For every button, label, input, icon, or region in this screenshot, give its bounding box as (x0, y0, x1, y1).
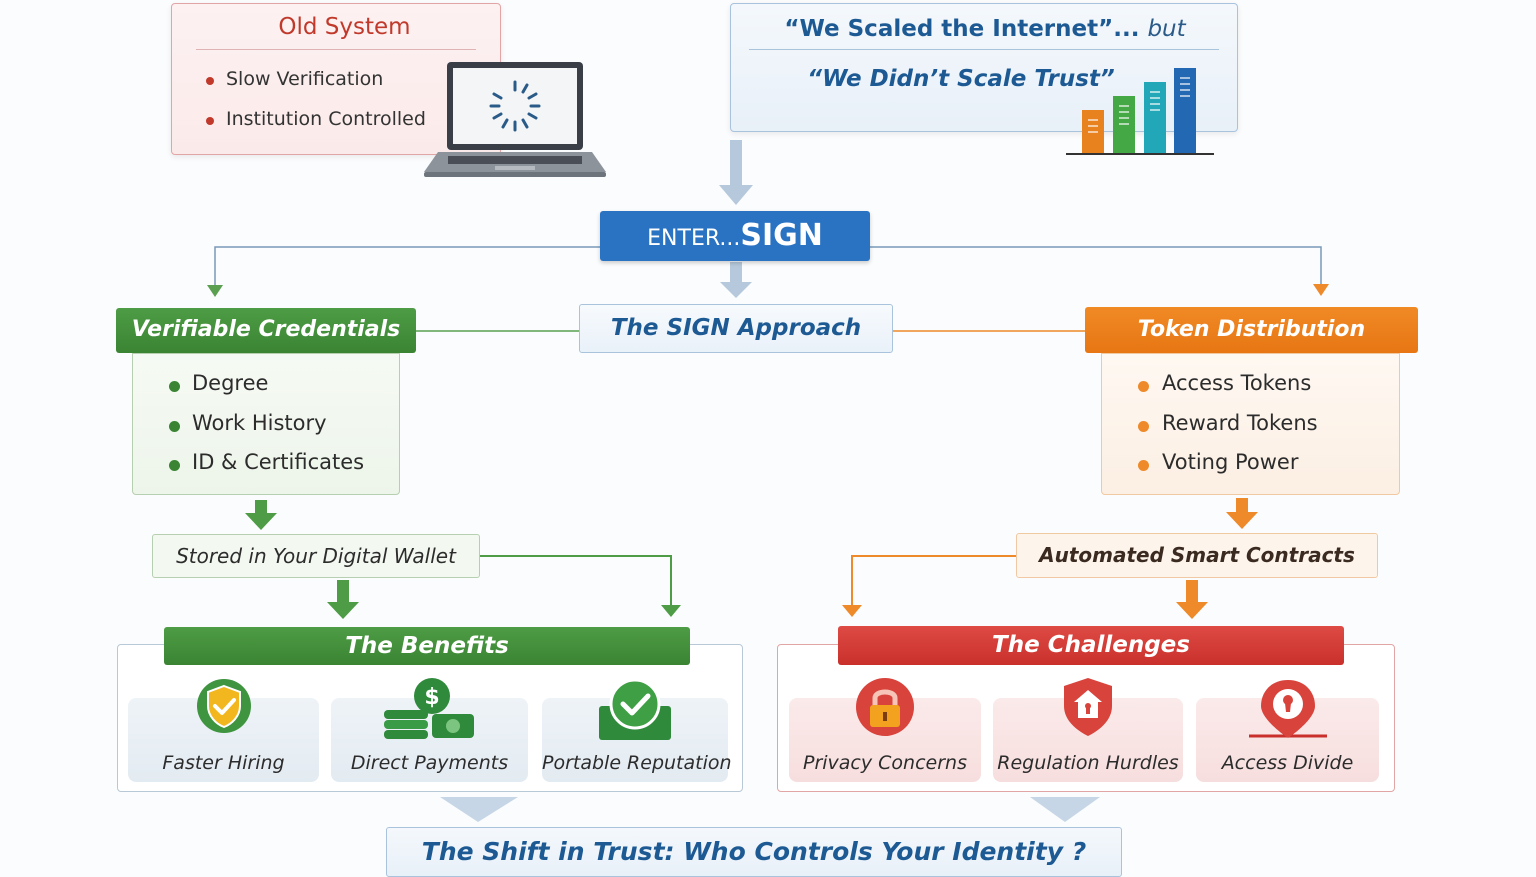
arrow-wallet-to-benefits (327, 580, 359, 619)
benefit-label: Direct Payments (350, 752, 509, 774)
benefit-label: Portable Reputation (542, 752, 732, 774)
quote-divider (749, 49, 1219, 50)
credential-item: Degree (192, 371, 269, 395)
quote-line-1: “We Scaled the Internet”... but (731, 16, 1239, 42)
arrow-challenges-to-shift (1030, 797, 1100, 822)
arrow-credentials-to-wallet (245, 500, 277, 530)
challenge-label: Access Divide (1221, 752, 1354, 774)
bullet-dot (206, 117, 214, 125)
credential-item: Work History (192, 411, 327, 435)
arrow-contracts-to-challenges (1176, 580, 1208, 619)
location-keyhole-icon (1248, 680, 1327, 738)
bar-chart-icon (1066, 68, 1214, 155)
arrow-benefits-to-shift (440, 797, 518, 822)
shift-in-trust-banner: The Shift in Trust: Who Controls Your Id… (386, 827, 1122, 877)
arrow-tokens-to-contracts (1226, 498, 1258, 529)
line-contracts-to-challenges-left (851, 555, 1016, 608)
benefit-card-direct-payments: $ Direct Payments (331, 678, 528, 782)
credential-item: ID & Certificates (192, 450, 365, 474)
old-system-item: Institution Controlled (226, 108, 426, 130)
old-system-item: Slow Verification (226, 68, 384, 90)
challenge-card-access-divide: Access Divide (1196, 680, 1379, 782)
sign-approach-box: The SIGN Approach (579, 304, 893, 353)
bullet-dot (169, 421, 180, 432)
quote-line-1-suffix: but (1147, 16, 1186, 42)
benefits-title: The Benefits (164, 627, 690, 665)
benefit-label: Faster Hiring (162, 752, 285, 774)
line-enter-to-credentials (214, 246, 600, 288)
shield-check-icon (196, 679, 251, 733)
token-distribution-list: Access Tokens Reward Tokens Voting Power (1101, 353, 1400, 495)
house-shield-icon (1064, 678, 1112, 736)
digital-wallet-box: Stored in Your Digital Wallet (152, 534, 480, 578)
old-system-divider (196, 49, 476, 50)
quote-line-2: “We Didn’t Scale Trust” (807, 66, 1115, 92)
lock-icon (856, 678, 914, 736)
old-system-title: Old System (278, 14, 411, 40)
challenge-card-regulation-hurdles: Regulation Hurdles (993, 678, 1183, 782)
challenge-label: Regulation Hurdles (997, 752, 1179, 774)
benefit-card-portable-reputation: Portable Reputation (542, 678, 732, 782)
token-item: Voting Power (1162, 450, 1299, 474)
verifiable-credentials-title: Verifiable Credentials (116, 308, 416, 353)
arrow-quote-to-enter (719, 140, 753, 205)
enter-prefix: ENTER... (647, 226, 741, 251)
line-enter-to-tokens (870, 246, 1322, 286)
challenge-label: Privacy Concerns (803, 752, 967, 774)
token-item: Access Tokens (1162, 371, 1312, 395)
old-system-box: Old System Slow Verification Institution… (171, 3, 501, 155)
challenges-title: The Challenges (838, 626, 1344, 665)
bullet-dot (169, 460, 180, 471)
bullet-dot (206, 77, 214, 85)
token-item: Reward Tokens (1162, 411, 1318, 435)
line-wallet-to-benefits-right (480, 555, 672, 608)
challenge-card-privacy-concerns: Privacy Concerns (789, 678, 981, 782)
bullet-dot (1138, 460, 1149, 471)
benefit-card-faster-hiring: Faster Hiring (128, 679, 319, 782)
bullet-dot (169, 381, 180, 392)
enter-sign-word: SIGN (740, 218, 823, 253)
token-distribution-title: Token Distribution (1085, 307, 1418, 353)
bullet-dot (1138, 421, 1149, 432)
svg-text:$: $ (424, 685, 439, 710)
enter-sign-box: ENTER...SIGN (600, 211, 870, 261)
laptop-loading-icon (424, 62, 606, 177)
money-coins-icon: $ (383, 678, 474, 739)
check-badge-icon (599, 678, 671, 740)
arrow-enter-to-approach (720, 262, 752, 298)
bullet-dot (1138, 381, 1149, 392)
smart-contracts-box: Automated Smart Contracts (1016, 533, 1378, 578)
verifiable-credentials-list: Degree Work History ID & Certificates (132, 353, 400, 495)
quote-line-1-text: “We Scaled the Internet”... (784, 16, 1140, 42)
